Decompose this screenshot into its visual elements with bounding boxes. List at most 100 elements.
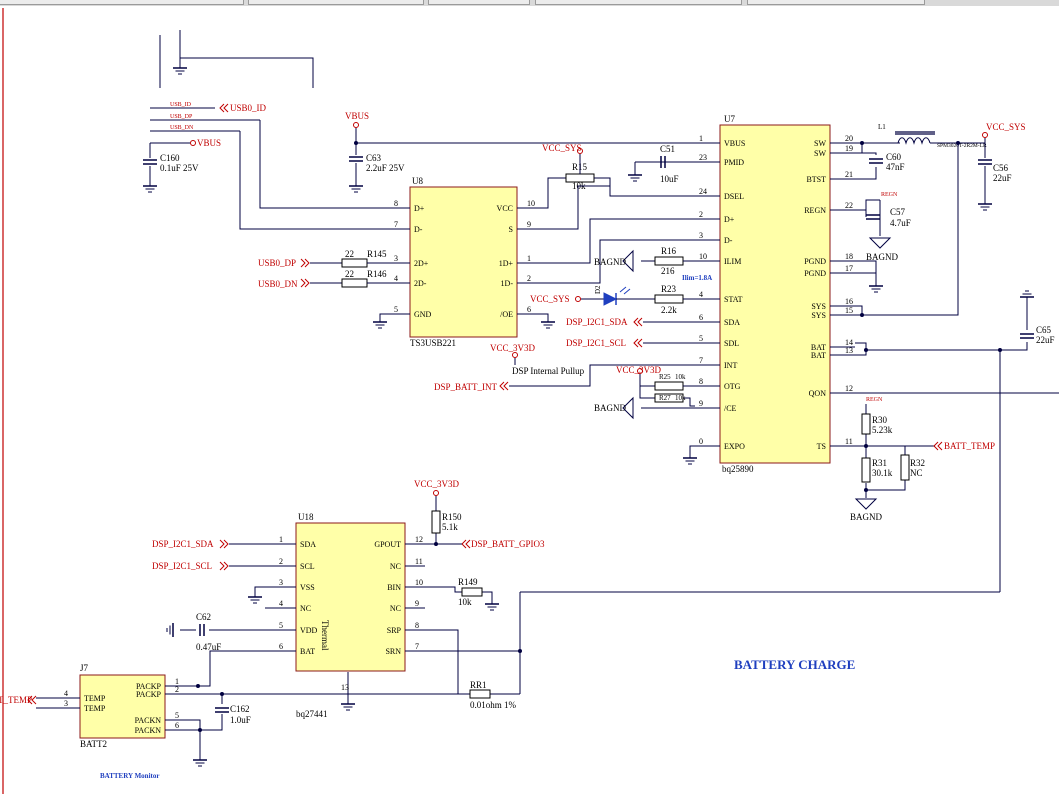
u18-pin-1-name: SDA [300, 540, 316, 549]
u7-pin-21-number: 21 [845, 170, 853, 179]
u7-pin-8-name: OTG [724, 382, 741, 391]
j7-part: BATT2 [80, 739, 107, 749]
resistor-r150[interactable] [431, 510, 441, 534]
u18-pin-12-name: GPOUT [374, 540, 401, 549]
section-title: BATTERY CHARGE [734, 657, 855, 672]
u8-pin-2-number: 2 [527, 274, 531, 283]
u18-pin-7-name: SRN [385, 647, 401, 656]
j7-pin-2-number: 2 [175, 685, 179, 694]
u8-pin-4-number: 4 [394, 274, 398, 283]
u18-pin-9-name: NC [390, 604, 401, 613]
net-vcc-sys-1: VCC_SYS [542, 143, 582, 153]
u8-ref: U8 [412, 176, 423, 186]
u7-pin-6-number: 6 [699, 313, 703, 322]
monitor-title: BATTERY Monitor [100, 772, 159, 780]
rr1-ref: RR1 [470, 680, 487, 690]
u7-pin-22-number: 22 [845, 201, 853, 210]
u18-ref: U18 [298, 512, 314, 522]
l1-ref: L1 [878, 123, 886, 131]
u7-pin-6-name: SDA [724, 318, 740, 327]
u18-pin-1-number: 1 [279, 535, 283, 544]
u18-thermal: Thermal [320, 620, 330, 651]
u8-pin-7-name: D- [414, 225, 423, 234]
ic-u18[interactable]: U18 bq27441 Thermal 13 1SDA2SCL3VSS4NC5V… [275, 512, 425, 719]
u7-pin-11-name: TS [817, 442, 826, 451]
j7-pin-2-name: PACKP [136, 690, 162, 699]
resistor-r30[interactable] [861, 413, 871, 435]
u7-pin-4-name: STAT [724, 295, 743, 304]
net-usb0-id: USB0_ID [230, 103, 267, 113]
u7-pin-24-name: DSEL [724, 192, 744, 201]
u7-pin-7-number: 7 [699, 356, 703, 365]
u7-pin-10-number: 10 [699, 252, 707, 261]
resistor-r145[interactable] [341, 258, 368, 268]
net-dsp-batt-gpio3: DSP_BATT_GPIO3 [471, 539, 545, 549]
net-usb-id-small: USB_ID [170, 102, 192, 108]
r149-value: 10k [458, 597, 472, 607]
r150-value: 5.1k [442, 522, 458, 532]
note-pullup: DSP Internal Pullup [512, 366, 585, 376]
u7-pin-15-number: 15 [845, 306, 853, 315]
u18-pin-2-number: 2 [279, 557, 283, 566]
u18-pin-11-name: NC [390, 562, 401, 571]
j7-pin-5-number: 5 [175, 711, 179, 720]
u7-pin-9-name: /CE [724, 404, 737, 413]
tab-1[interactable] [0, 0, 244, 5]
net-sda-2: DSP_I2C1_SDA [152, 539, 214, 549]
net-bagnd-3: BAGND [866, 252, 899, 262]
u18-pin-3-number: 3 [279, 578, 283, 587]
c65-ref: C65 [1036, 325, 1052, 335]
resistor-r146[interactable] [341, 278, 368, 288]
u7-pin-19-name: SW [814, 149, 826, 158]
tab-3[interactable] [428, 0, 530, 5]
u7-pin-14-name: BAT [811, 343, 826, 352]
resistor-r149[interactable] [461, 587, 483, 597]
c63-ref: C63 [366, 153, 382, 163]
r23-ref: R23 [661, 284, 677, 294]
led-ref: D2 [594, 285, 602, 294]
resistor-r32[interactable] [900, 454, 910, 481]
u7-pin-2-number: 2 [699, 210, 703, 219]
ic-u7[interactable]: U7 bq25890 1VBUS23PMID24DSEL2D+3D-10ILIM… [695, 114, 855, 474]
u18-pin-2-name: SCL [300, 562, 315, 571]
c60-value: 47nF [886, 162, 905, 172]
r146-value: 22 [345, 269, 354, 279]
u8-pin-1-number: 1 [527, 254, 531, 263]
net-vbus-2: VBUS [345, 111, 369, 121]
r31-value: 30.1k [872, 468, 893, 478]
net-usb-dp-small: USB_DP [170, 114, 193, 120]
u7-pin-0-name: EXPO [724, 442, 745, 451]
u18-pin-5-number: 5 [279, 621, 283, 630]
u7-pin-5-name: SDL [724, 339, 739, 348]
u8-pin-3-number: 3 [394, 254, 398, 263]
u7-pin-18-name: PGND [804, 257, 826, 266]
u7-pin-3-name: D- [724, 236, 733, 245]
resistor-r25[interactable] [654, 381, 684, 391]
u18-nets: DSP_I2C1_SDA DSP_I2C1_SCL C62 0.47uF C16… [0, 479, 1000, 767]
r31-ref: R31 [872, 458, 887, 468]
tab-4[interactable] [535, 0, 742, 5]
u7-pin-14-number: 14 [845, 338, 853, 347]
u8-pin-1-name: 1D+ [499, 259, 514, 268]
u18-pin-6-number: 6 [279, 642, 283, 651]
led-d2[interactable] [603, 292, 618, 306]
j7-pin-4-name: TEMP [84, 694, 106, 703]
vbus-net: VBUS C63 2.2uF 25V [345, 111, 695, 193]
j7-pin-6-number: 6 [175, 721, 179, 730]
resistor-r23[interactable] [654, 294, 684, 304]
rr1-value: 0.01ohm 1% [470, 700, 517, 710]
u7-pin-13-name: BAT [811, 351, 826, 360]
u7-pin-13-number: 13 [845, 346, 853, 355]
j7-pin-4-number: 4 [64, 689, 68, 698]
resistor-r31[interactable] [861, 457, 871, 483]
net-vcc-3v3d-2: VCC_3V3D [616, 365, 662, 375]
tab-2[interactable] [248, 0, 424, 5]
resistor-rr1[interactable] [469, 689, 491, 699]
resistor-r16[interactable] [654, 256, 684, 266]
u18-pin-8-name: SRP [387, 626, 402, 635]
tab-5[interactable] [747, 0, 925, 5]
c51-value: 10uF [660, 174, 679, 184]
